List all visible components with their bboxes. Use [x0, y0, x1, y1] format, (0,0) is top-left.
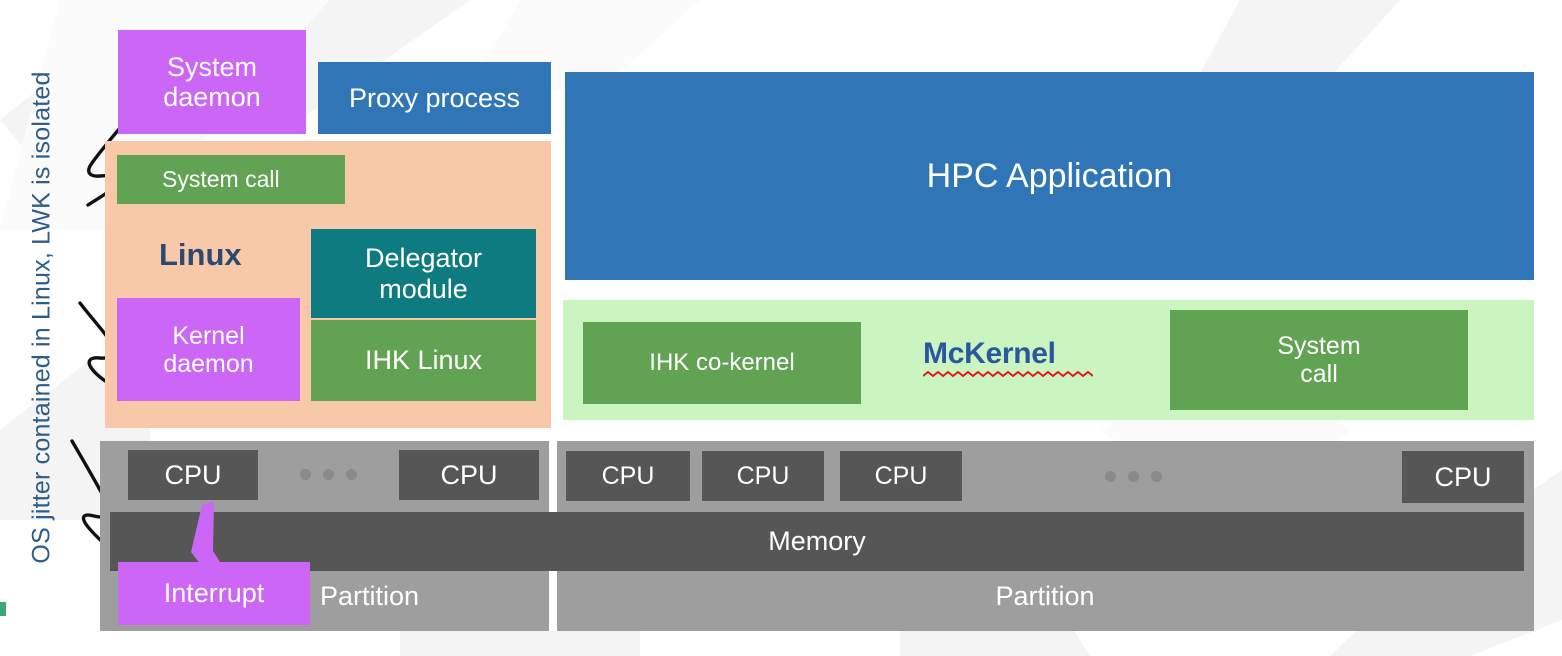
proxy-process-box[interactable]: Proxy process: [318, 62, 551, 134]
cpu-box[interactable]: CPU: [702, 451, 824, 501]
system-daemon-box[interactable]: System daemon: [118, 30, 306, 134]
ellipsis-icon-right: [1105, 471, 1162, 482]
ellipsis-icon-left: [300, 469, 357, 480]
mckernel-label: McKernel: [923, 337, 1056, 370]
cpu-box[interactable]: CPU: [399, 450, 539, 500]
cpu-box[interactable]: CPU: [1402, 451, 1524, 503]
linux-label: Linux: [159, 237, 242, 272]
hpc-application-box[interactable]: HPC Application: [565, 72, 1534, 280]
cpu-box[interactable]: CPU: [128, 450, 258, 500]
memory-bar[interactable]: Memory: [110, 512, 1524, 571]
mckernel-system-call-box[interactable]: System call: [1170, 310, 1468, 410]
partition-right-label: Partition: [566, 572, 1524, 620]
delegator-module-box[interactable]: Delegator module: [311, 229, 536, 318]
interrupt-label[interactable]: Interrupt: [163, 578, 265, 608]
edge-accent-mark: [0, 602, 6, 616]
cpu-box[interactable]: CPU: [840, 451, 962, 501]
kernel-daemon-box[interactable]: Kernel daemon: [117, 298, 300, 401]
brace-mark-middle: [76, 297, 132, 393]
vertical-caption: OS jitter contained in Linux, LWK is iso…: [27, 71, 56, 564]
brace-mark-bottom: [66, 437, 138, 563]
linux-system-call-box[interactable]: System call: [117, 155, 345, 204]
mckernel-label-wrap: McKernel: [923, 337, 1093, 378]
ihk-cokernel-box[interactable]: IHK co-kernel: [583, 322, 861, 404]
spellcheck-squiggle-icon: [923, 371, 1093, 378]
cpu-box[interactable]: CPU: [566, 451, 690, 501]
ihk-linux-box[interactable]: IHK Linux: [311, 320, 536, 401]
